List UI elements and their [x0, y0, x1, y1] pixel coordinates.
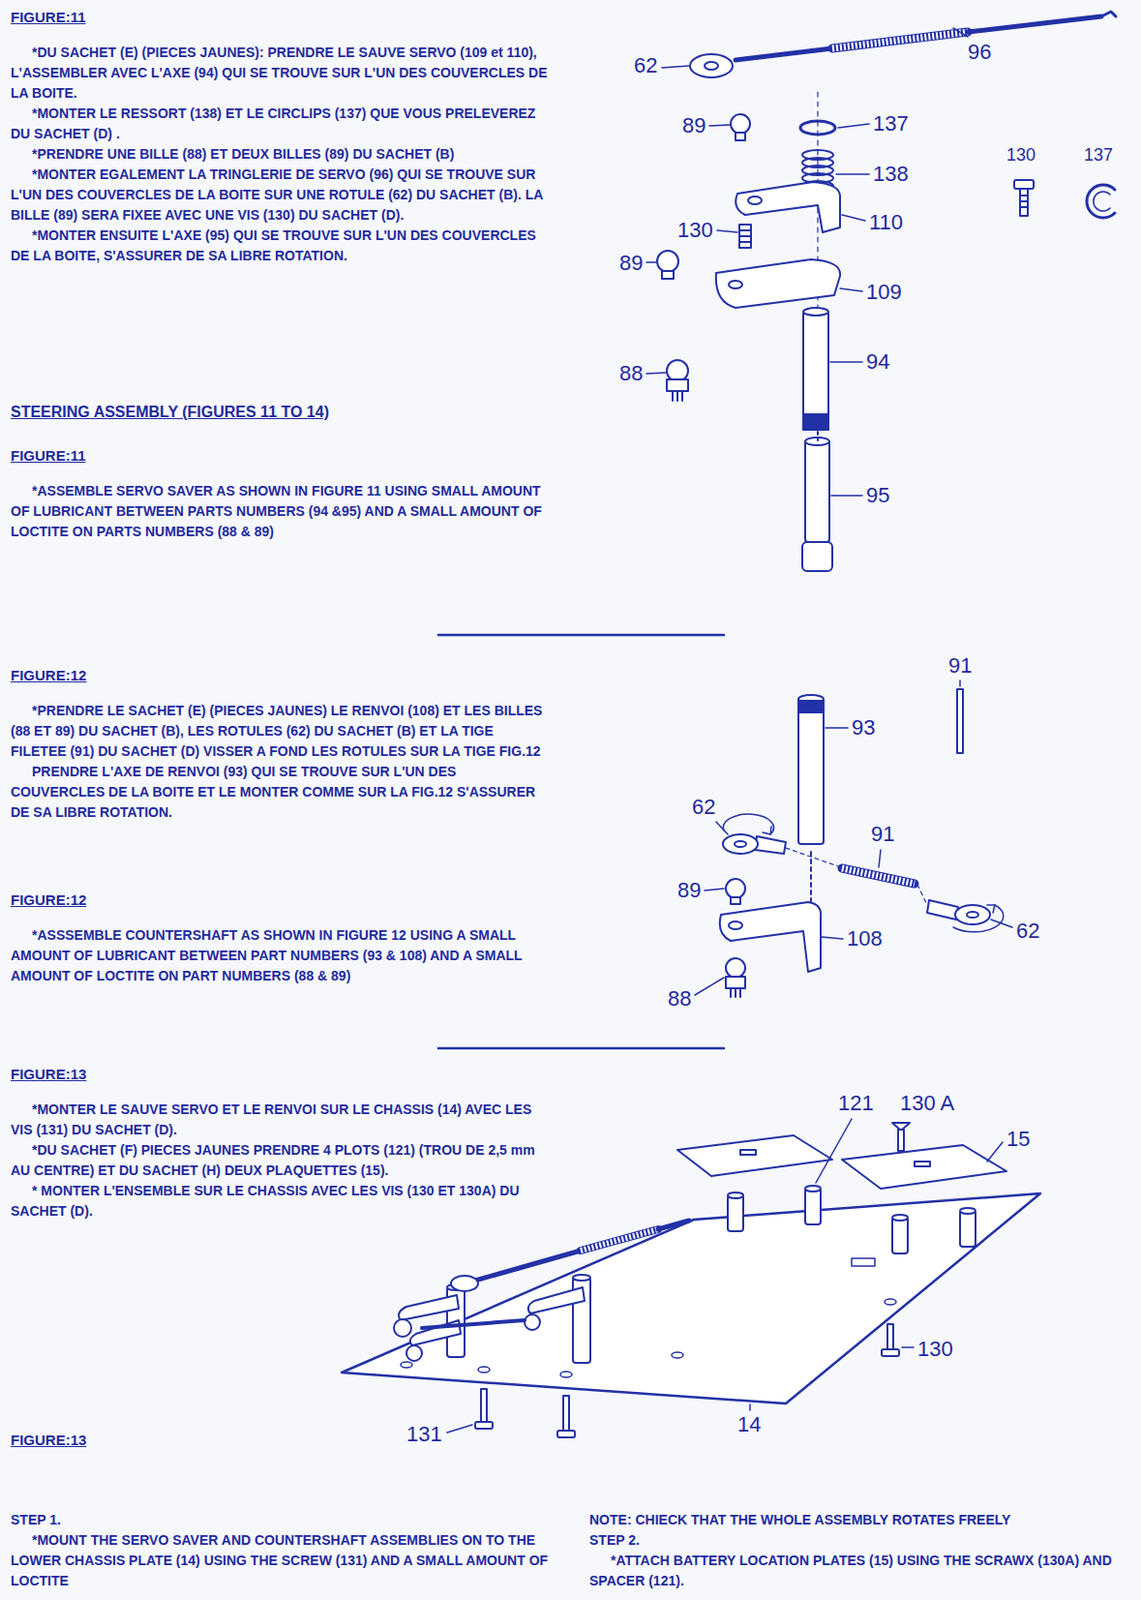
section-heading: FIGURE:12: [10, 890, 553, 910]
callout-number: 62: [1016, 919, 1040, 943]
callout-number: 110: [869, 210, 903, 235]
section-heading: FIGURE:11: [10, 446, 553, 466]
instruction-text: *DU SACHET (F) PIECES JAUNES PRENDRE 4 P…: [10, 1140, 553, 1181]
callout-number: 95: [866, 483, 890, 508]
callout-number: 130: [917, 1337, 954, 1361]
callout-number: 137: [872, 112, 909, 136]
callout-number: 130: [677, 218, 714, 242]
instruction-text: *DU SACHET (E) (PIECES JAUNES): PRENDRE …: [10, 42, 553, 104]
text-column: STEP 1.*MOUNT THE SERVO SAVER AND COUNTE…: [10, 1509, 572, 1592]
callout-number: 137: [1083, 145, 1113, 165]
step-heading: NOTE: CHIECK THAT THE WHOLE ASSEMBLY ROT…: [589, 1509, 1127, 1531]
section-heading: FIGURE:11: [10, 7, 553, 28]
callout-number: 109: [866, 280, 902, 304]
text-column: FIGURE:13 *MONTER LE SAUVE SERVO ET LE RE…: [10, 1064, 553, 1222]
instruction-text: *MOUNT THE SERVO SAVER AND COUNTERSHAFT …: [10, 1530, 572, 1592]
callout-number: 89: [677, 878, 701, 902]
callout-number: 93: [851, 716, 875, 740]
step-heading: STEP 1.: [10, 1509, 572, 1531]
section-heading: FIGURE:12: [10, 665, 553, 686]
section-heading: FIGURE:13: [10, 1064, 553, 1084]
callout-number: 131: [406, 1422, 443, 1446]
callout-number: 91: [870, 822, 895, 846]
step-heading: STEP 2.: [589, 1530, 1127, 1551]
callout-number: 14: [737, 1412, 761, 1437]
callout-number: 130 A: [900, 1091, 955, 1115]
instruction-text: *MONTER LE SAUVE SERVO ET LE RENVOI SUR …: [10, 1099, 553, 1141]
callout-number: 121: [838, 1091, 874, 1115]
instruction-text: *PRENDRE LE SACHET (E) (PIECES JAUNES) L…: [10, 700, 553, 762]
instruction-text: * MONTER L'ENSEMBLE SUR LE CHASSIS AVEC …: [10, 1180, 553, 1222]
callout-number: 89: [619, 251, 643, 275]
callout-number: 88: [619, 361, 643, 386]
instruction-text: *ASSEMBLE SERVO SAVER AS SHOWN IN FIGURE…: [10, 480, 553, 542]
callout-number: 96: [967, 40, 991, 64]
section-heading: FIGURE:13: [10, 1430, 301, 1450]
text-column: FIGURE:13: [10, 1430, 301, 1466]
text-column: FIGURE:12 *PRENDRE LE SACHET (E) (PIECES …: [10, 665, 553, 823]
callout-number: 88: [667, 987, 691, 1011]
instruction-text: *MONTER LE RESSORT (138) ET LE CIRCLIPS …: [10, 103, 553, 145]
instruction-text: *MONTER ENSUITE L'AXE (95) QUI SE TROUVE…: [10, 225, 553, 267]
callout-number: 94: [866, 350, 890, 374]
text-column: FIGURE:11 *DU SACHET (E) (PIECES JAUNES):…: [10, 7, 553, 267]
callout-number: 130: [1006, 145, 1036, 165]
callout-number: 89: [682, 114, 706, 138]
callout-number: 108: [846, 927, 883, 951]
instruction-text: *ASSSEMBLE COUNTERSHAFT AS SHOWN IN FIGU…: [10, 925, 553, 987]
text-column: NOTE: CHIECK THAT THE WHOLE ASSEMBLY ROT…: [589, 1509, 1127, 1592]
section-heading: STEERING ASSEMBLY (FIGURES 11 TO 14): [10, 401, 553, 423]
instruction-text: *PRENDRE UNE BILLE (88) ET DEUX BILLES (…: [10, 144, 553, 165]
text-column: FIGURE:12 *ASSSEMBLE COUNTERSHAFT AS SHOW…: [10, 890, 553, 987]
instruction-text: *MONTER EGALEMENT LA TRINGLERIE DE SERVO…: [10, 164, 553, 226]
callout-number: 138: [872, 162, 909, 186]
callout-number: 62: [691, 795, 716, 819]
callout-number: 15: [1006, 1127, 1030, 1151]
callout-number: 91: [948, 654, 972, 678]
instruction-text: *ATTACH BATTERY LOCATION PLATES (15) USI…: [589, 1550, 1127, 1592]
text-column: STEERING ASSEMBLY (FIGURES 11 TO 14) FIGU…: [10, 401, 553, 542]
instruction-text: PRENDRE L'AXE DE RENVOI (93) QUI SE TROU…: [10, 761, 553, 823]
callout-number: 62: [633, 54, 658, 78]
